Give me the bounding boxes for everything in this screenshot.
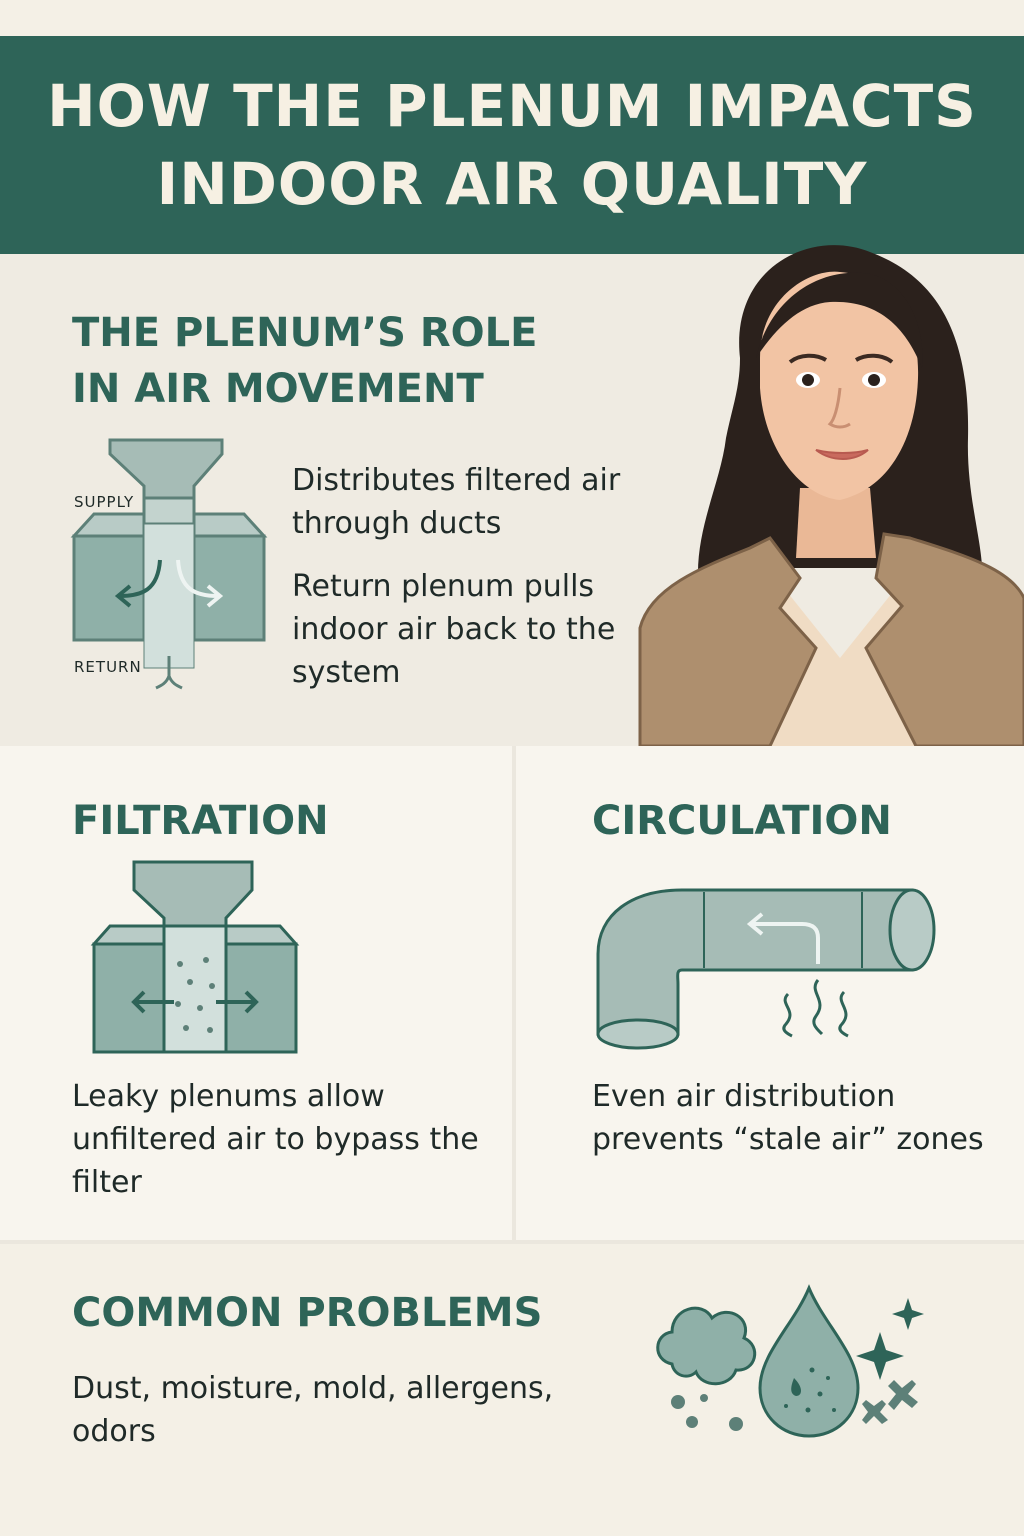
return-label: RETURN xyxy=(74,658,142,676)
column-divider xyxy=(512,746,516,1242)
dust-cloud-icon xyxy=(656,1306,757,1431)
page-title-line-1: HOW THE PLENUM IMPACTS xyxy=(47,72,977,140)
row-divider xyxy=(0,1240,1024,1244)
filtration-text: Leaky plenums allow unfiltered air to by… xyxy=(72,1079,479,1200)
plenum-diagram-icon xyxy=(70,438,268,690)
filtration-title: FILTRATION xyxy=(72,798,329,844)
sparkle-icon xyxy=(856,1298,924,1424)
problems-title: COMMON PROBLEMS xyxy=(72,1290,543,1336)
filter-plenum-icon xyxy=(90,860,300,1054)
duct-elbow-icon xyxy=(596,888,936,1050)
supply-label: SUPPLY xyxy=(74,493,135,511)
role-point-2: Return plenum pulls indoor air back to t… xyxy=(292,569,616,690)
header-banner: HOW THE PLENUM IMPACTS INDOOR AIR QUALIT… xyxy=(0,36,1024,254)
role-title-line-1: THE PLENUM’S ROLE xyxy=(72,310,538,356)
water-drop-icon xyxy=(758,1284,860,1438)
role-point-1: Distributes filtered air through ducts xyxy=(292,463,621,541)
page-title-line-2: INDOOR AIR QUALITY xyxy=(156,150,868,218)
woman-portrait xyxy=(638,245,1024,748)
problems-text: Dust, moisture, mold, allergens, odors xyxy=(72,1371,554,1449)
circulation-text: Even air distribution prevents “stale ai… xyxy=(592,1079,984,1157)
circulation-title: CIRCULATION xyxy=(592,798,892,844)
role-title-line-2: IN AIR MOVEMENT xyxy=(72,366,484,412)
